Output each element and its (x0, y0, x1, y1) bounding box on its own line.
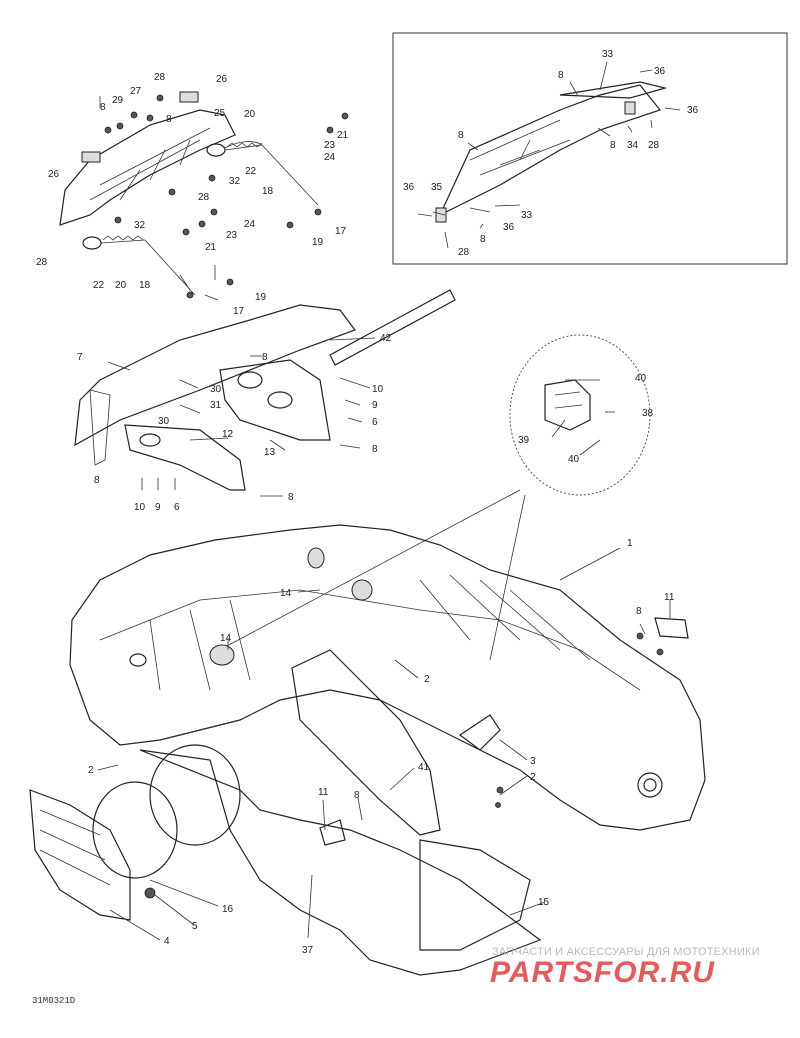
callout-9-a: 9 (372, 400, 378, 411)
callout-30-a: 30 (210, 384, 222, 395)
callout-28-e: 28 (458, 247, 470, 258)
callout-37: 37 (302, 945, 314, 956)
callout-34: 34 (627, 140, 639, 151)
callout-15: 15 (538, 897, 550, 908)
callout-10-b: 10 (134, 502, 146, 513)
callout-18-a: 18 (262, 186, 274, 197)
callout-2-c: 2 (530, 772, 536, 783)
callout-32-b: 32 (134, 220, 146, 231)
callout-29: 29 (112, 95, 124, 106)
callout-21-a: 21 (337, 130, 349, 141)
callout-2-a: 2 (424, 674, 430, 685)
front-bumper-assembly (59, 91, 349, 299)
callout-26-a: 26 (216, 74, 228, 85)
callout-8-f: 8 (480, 234, 486, 245)
callout-30-b: 30 (158, 416, 170, 427)
callout-32-a: 32 (229, 176, 241, 187)
callout-28-b: 28 (198, 192, 210, 203)
callout-3: 3 (530, 756, 536, 767)
chassis-body (29, 524, 706, 976)
callout-23-a: 23 (324, 140, 336, 151)
callout-5: 5 (192, 921, 198, 932)
callout-4: 4 (164, 936, 170, 947)
callout-21-b: 21 (205, 242, 217, 253)
callout-33-a: 33 (602, 49, 614, 60)
callout-1: 1 (627, 538, 633, 549)
callout-8-a: 8 (100, 102, 106, 113)
watermark-logo: PARTSFOR.RU (490, 956, 715, 989)
callout-42: 42 (380, 333, 392, 344)
callout-28-d: 28 (648, 140, 660, 151)
callout-39: 39 (518, 435, 530, 446)
callout-8-h: 8 (372, 444, 378, 455)
callout-9-b: 9 (155, 502, 161, 513)
inset-frame (392, 32, 788, 265)
callout-26-b: 26 (48, 169, 60, 180)
callout-17-b: 17 (233, 306, 245, 317)
callout-27: 27 (130, 86, 142, 97)
callout-23-b: 23 (226, 230, 238, 241)
callout-25: 25 (214, 108, 226, 119)
callout-11-b: 11 (318, 787, 329, 798)
callout-8-c: 8 (558, 70, 564, 81)
callout-labels: 28 26 27 29 8 8 25 20 21 23 24 22 26 32 … (36, 49, 699, 956)
callout-36-c: 36 (403, 182, 415, 193)
callout-8-k: 8 (636, 606, 642, 617)
callout-17-a: 17 (335, 226, 347, 237)
callout-40-b: 40 (568, 454, 580, 465)
callout-8-g: 8 (262, 352, 268, 363)
callout-18-b: 18 (139, 280, 151, 291)
callout-2-b: 2 (88, 765, 94, 776)
callout-20-b: 20 (115, 280, 127, 291)
callout-22-a: 22 (245, 166, 257, 177)
callout-24-b: 24 (244, 219, 256, 230)
callout-41: 41 (418, 762, 430, 773)
callout-28-a: 28 (154, 72, 166, 83)
callout-11-a: 11 (664, 592, 675, 603)
reference-code: 31M0321D (32, 996, 76, 1006)
callout-8-l: 8 (354, 790, 360, 801)
callout-7: 7 (77, 352, 83, 363)
callout-16: 16 (222, 904, 234, 915)
callout-36-a: 36 (654, 66, 666, 77)
callout-14-b: 14 (220, 633, 232, 644)
callout-6-a: 6 (372, 417, 378, 428)
callout-20-a: 20 (244, 109, 256, 120)
callout-28-c: 28 (36, 257, 48, 268)
callout-8-b: 8 (166, 114, 172, 125)
callout-12: 12 (222, 429, 234, 440)
callout-19-a: 19 (312, 237, 324, 248)
watermark-caption: ЗАПЧАСТИ И АКСЕССУАРЫ ДЛЯ МОТОТЕХНИКИ (492, 946, 760, 958)
callout-8-i: 8 (94, 475, 100, 486)
callout-14-a: 14 (280, 588, 292, 599)
callout-31: 31 (210, 400, 222, 411)
bracket-assembly (74, 96, 456, 491)
callout-35: 35 (431, 182, 443, 193)
detail-circle (209, 334, 651, 661)
callout-8-e: 8 (610, 140, 616, 151)
callout-33-b: 33 (521, 210, 533, 221)
callout-19-b: 19 (255, 292, 267, 303)
callout-10-a: 10 (372, 384, 384, 395)
callout-8-j: 8 (288, 492, 294, 503)
callout-6-b: 6 (174, 502, 180, 513)
callout-36-b: 36 (687, 105, 699, 116)
callout-38: 38 (642, 408, 654, 419)
callout-8-d: 8 (458, 130, 464, 141)
callout-22-b: 22 (93, 280, 105, 291)
leader-lines (97, 265, 671, 941)
callout-36-d: 36 (503, 222, 515, 233)
callout-40-a: 40 (635, 373, 647, 384)
callout-24-a: 24 (324, 152, 336, 163)
callout-13: 13 (264, 447, 276, 458)
